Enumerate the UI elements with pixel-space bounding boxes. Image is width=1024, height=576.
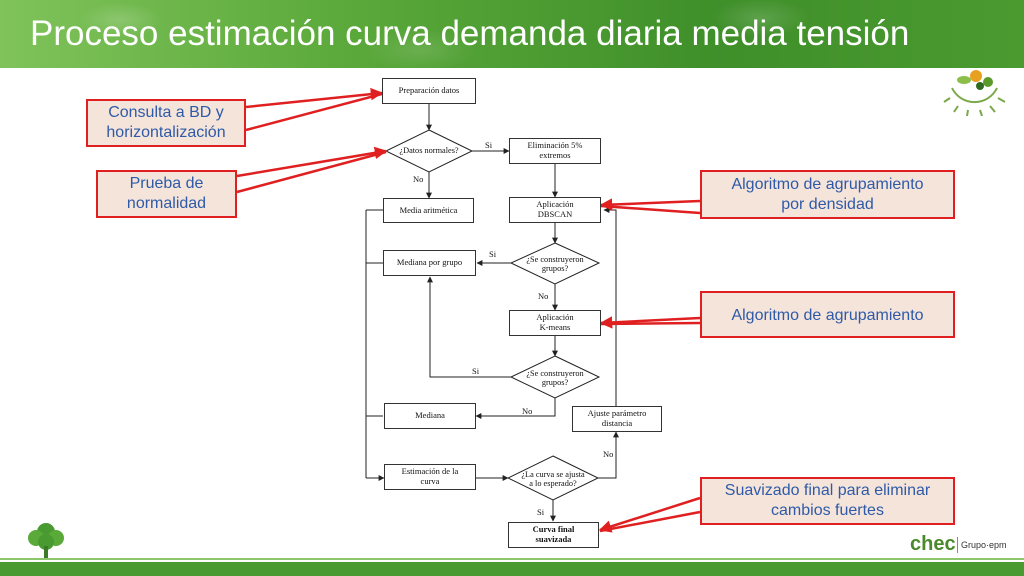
page-title: Proceso estimación curva demanda diaria … (30, 14, 910, 53)
box-ajuste-parametro: Ajuste parámetro distancia (572, 406, 662, 432)
box-media-aritmetica: Media aritmética (383, 198, 474, 223)
label-no-grupos1: No (538, 291, 549, 301)
plant-sun-icon (943, 70, 1006, 116)
label-no-grupos2: No (522, 406, 533, 416)
label-si-curva: Si (537, 507, 545, 517)
callout-agrupamiento-densidad: Algoritmo de agrupamiento por densidad (700, 170, 955, 219)
tree-icon (28, 523, 64, 558)
label-si-normal: Si (485, 140, 493, 150)
box-curva-final: Curva final suavizada (508, 522, 599, 548)
box-aplicacion-dbscan: Aplicación DBSCAN (509, 197, 601, 223)
label-no-curva: No (603, 449, 614, 459)
header-banner: Proceso estimación curva demanda diaria … (0, 0, 1024, 68)
box-mediana: Mediana (384, 403, 476, 429)
box-eliminacion-extremos: Eliminación 5% extremos (509, 138, 601, 164)
callout-consulta-bd: Consulta a BD y horizontalización (86, 99, 246, 147)
callout-suavizado-final: Suavizado final para eliminar cambios fu… (700, 477, 955, 525)
footer-bar (0, 562, 1024, 576)
label-si-grupos2: Si (472, 366, 480, 376)
box-aplicacion-kmeans: Aplicación K-means (509, 310, 601, 336)
box-mediana-por-grupo: Mediana por grupo (383, 250, 476, 276)
decision-grupos-1: ¿Se construyeron grupos? (526, 255, 584, 274)
box-estimacion-curva: Estimación de la curva (384, 464, 476, 490)
label-no-normal: No (413, 174, 424, 184)
decision-curva-ajusta: ¿La curva se ajusta a lo esperado? (521, 470, 585, 489)
callout-prueba-normalidad: Prueba de normalidad (96, 170, 237, 218)
box-preparacion-datos: Preparación datos (382, 78, 476, 104)
grupo-epm-logo: Grupo·epm (961, 540, 1007, 550)
chec-logo: chec (910, 533, 956, 555)
decision-grupos-2: ¿Se construyeron grupos? (526, 369, 584, 388)
label-si-grupos1: Si (489, 249, 497, 259)
footer-line (0, 558, 1024, 560)
logo-divider (957, 537, 958, 553)
decision-datos-normales: ¿Datos normales? (399, 146, 459, 155)
callout-agrupamiento: Algoritmo de agrupamiento (700, 291, 955, 338)
leaf-background (0, 0, 1024, 68)
